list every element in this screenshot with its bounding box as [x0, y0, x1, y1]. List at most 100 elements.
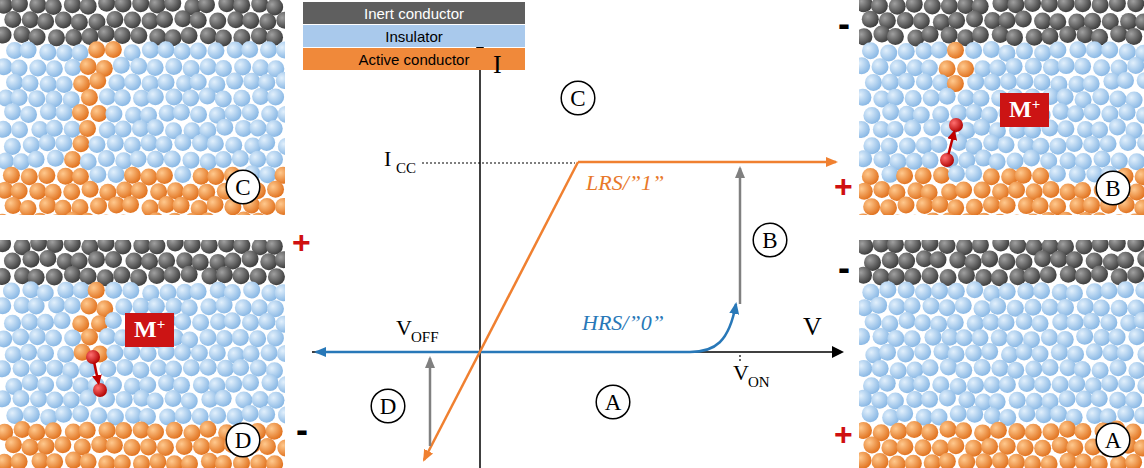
insulator-particle	[1025, 58, 1042, 75]
insulator-particle	[243, 73, 260, 90]
inert-particle	[966, 11, 983, 28]
insulator-particle	[232, 329, 249, 346]
insulator-particle	[29, 59, 46, 76]
insulator-particle	[39, 44, 56, 61]
insulator-particle	[1016, 313, 1033, 330]
inert-particle	[1023, 267, 1040, 284]
insulator-particle	[122, 282, 139, 299]
insulator-particle	[267, 392, 284, 409]
ion-particle	[86, 350, 100, 364]
active-particle	[209, 436, 226, 453]
legend-swatch: Inert conductor	[303, 2, 525, 24]
active-particle	[250, 213, 267, 215]
insulator-particle	[1109, 329, 1126, 346]
insulator-particle	[931, 41, 948, 58]
active-particle	[115, 422, 132, 439]
insulator-particle	[989, 153, 1006, 170]
insulator-particle	[30, 360, 47, 377]
active-particle	[115, 215, 132, 216]
insulator-particle	[278, 376, 285, 393]
insulator-particle	[966, 406, 983, 423]
insulator-particle	[1059, 390, 1076, 407]
insulator-particle	[1119, 134, 1136, 151]
insulator-particle	[1118, 375, 1135, 392]
active-particle	[955, 422, 972, 439]
insulator-particle	[55, 406, 72, 423]
inert-particle	[1110, 26, 1127, 43]
insulator-particle	[872, 360, 889, 377]
insulator-particle	[278, 406, 285, 423]
insulator-particle	[1101, 41, 1118, 58]
insulator-particle	[1017, 283, 1034, 300]
inert-particle	[156, 11, 173, 28]
inert-particle	[1026, 29, 1043, 46]
filament-particle	[81, 328, 98, 345]
insulator-particle	[190, 42, 207, 59]
insulator-particle	[200, 58, 217, 75]
insulator-particle	[30, 391, 47, 408]
insulator-particle	[99, 88, 116, 105]
active-particle	[193, 438, 210, 455]
ion-box: M+	[125, 313, 174, 347]
inert-particle	[4, 11, 21, 28]
filament-particle	[88, 282, 105, 299]
insulator-particle	[1100, 282, 1117, 299]
insulator-particle	[862, 42, 879, 59]
active-particle	[1091, 212, 1108, 215]
insulator-particle	[998, 136, 1015, 153]
active-particle	[975, 213, 992, 215]
insulator-particle	[947, 314, 964, 331]
insulator-particle	[20, 344, 37, 361]
insulator-particle	[1091, 390, 1108, 407]
insulator-particle	[4, 138, 21, 155]
insulator-particle	[1052, 103, 1069, 120]
active-particle	[131, 182, 148, 199]
callout-letter: B	[1105, 177, 1120, 200]
insulator-particle	[28, 297, 45, 314]
active-particle	[1126, 214, 1143, 215]
insulator-particle	[923, 119, 940, 136]
level-label: V	[396, 317, 412, 339]
callout-letter: D	[380, 395, 397, 418]
insulator-particle	[870, 297, 887, 314]
insulator-particle	[1025, 360, 1042, 377]
insulator-particle	[914, 314, 931, 331]
inert-particle	[148, 267, 165, 284]
inert-particle	[1135, 13, 1144, 30]
active-particle	[999, 438, 1016, 455]
insulator-particle	[46, 120, 63, 137]
insulator-particle	[1083, 104, 1100, 121]
inert-particle	[65, 29, 82, 46]
active-particle	[173, 197, 190, 214]
insulator-particle	[150, 360, 167, 377]
callout-circle: C	[560, 80, 596, 116]
insulator-particle	[1033, 282, 1050, 299]
insulator-particle	[956, 329, 973, 346]
insulator-particle	[863, 107, 880, 124]
insulator-particle	[1049, 42, 1066, 59]
active-particle	[207, 168, 224, 185]
inert-particle	[242, 250, 259, 267]
active-particle	[1074, 182, 1091, 199]
insulator-particle	[1092, 88, 1109, 105]
insulator-particle	[266, 151, 283, 168]
active-particle	[191, 200, 208, 215]
insulator-particle	[258, 406, 275, 423]
inert-particle	[275, 251, 285, 268]
active-particle	[981, 438, 998, 455]
insulator-particle	[157, 41, 174, 58]
insulator-particle	[958, 391, 975, 408]
insulator-particle	[0, 121, 12, 138]
active-particle	[199, 212, 216, 215]
active-particle	[11, 453, 28, 468]
insulator-particle	[1137, 377, 1144, 394]
insulator-particle	[225, 104, 242, 121]
circle-shape	[226, 423, 260, 457]
active-particle	[79, 213, 96, 215]
active-particle	[1040, 212, 1057, 215]
insulator-particle	[1083, 313, 1100, 330]
insulator-particle	[916, 42, 933, 59]
insulator-particle	[48, 297, 65, 314]
inert-particle	[190, 12, 207, 29]
inert-particle	[232, 267, 249, 284]
